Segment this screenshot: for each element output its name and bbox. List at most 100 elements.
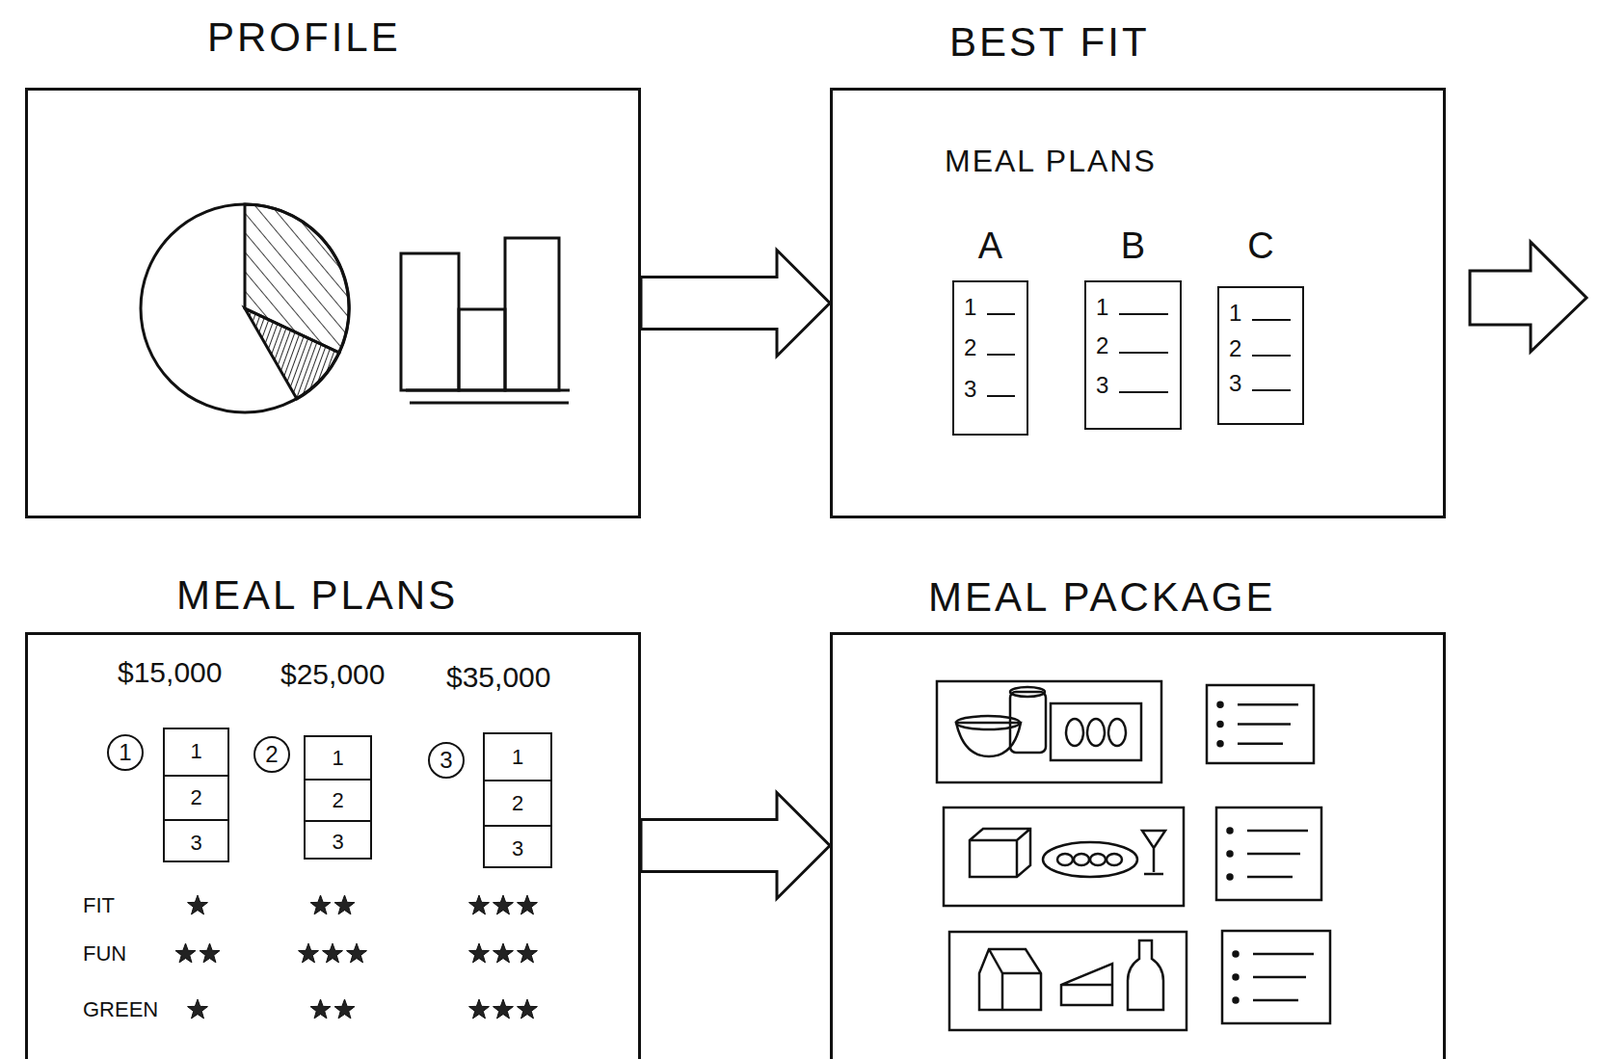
card-line [1247, 853, 1301, 856]
pie-chart [244, 308, 340, 400]
meal-package-row [1087, 719, 1105, 747]
storyboard-panel: 123123123MEAL PLANS [25, 632, 641, 1059]
price-label: $25,000 [280, 660, 385, 690]
cell-number: 3 [164, 819, 228, 865]
meal-package-row [1042, 842, 1138, 878]
cell-number: 2 [484, 779, 551, 826]
rating-label: GREEN [82, 999, 159, 1021]
card-dot [1233, 952, 1239, 958]
rating-star [517, 999, 538, 1019]
item-line [1252, 354, 1291, 357]
rating-star [298, 943, 320, 963]
meal-package-row [1050, 703, 1142, 761]
rating-star [469, 999, 490, 1019]
panel-heading: MEAL PACKAGE [928, 577, 1276, 618]
rating-star [493, 895, 514, 915]
meal-package-row [936, 681, 1162, 783]
meal-package-row [1127, 940, 1164, 1011]
meal-package-row [936, 681, 1162, 783]
card-dot [1218, 702, 1224, 708]
list-item-number: 3 [1228, 372, 1242, 396]
offpage-arrow [1469, 241, 1587, 352]
meal-plan-list: B123 [1084, 280, 1182, 430]
item-line [986, 353, 1015, 356]
meal-package-row [943, 807, 1184, 907]
cell-number: 3 [305, 820, 371, 862]
rating-star [322, 943, 344, 963]
block-arrow [640, 793, 830, 900]
item-line [1119, 313, 1169, 316]
meal-plan-list: C123 [1217, 286, 1305, 426]
meal-package-row [979, 949, 1041, 1011]
card-dot [1227, 852, 1233, 857]
callout-number: 3 [427, 742, 465, 779]
rating-star [310, 999, 331, 1019]
meal-package-row [1142, 830, 1166, 875]
pie-chart [140, 204, 349, 413]
meal-package-row [1061, 963, 1113, 1006]
card-lines [1218, 702, 1315, 1004]
card-dot [1218, 741, 1224, 747]
item-line [1119, 351, 1169, 354]
block-arrow [640, 250, 830, 357]
rating-star [310, 895, 331, 915]
plan-letter: C [1219, 227, 1303, 265]
card-line [1237, 743, 1283, 747]
list-item-number: 3 [963, 377, 977, 401]
meal-package-row [1108, 719, 1126, 747]
card-line [1247, 829, 1308, 833]
recipe-card [1206, 685, 1331, 1024]
item-line [1252, 389, 1291, 392]
card-line [1253, 976, 1307, 980]
card-line [1253, 953, 1314, 957]
rating-star [517, 943, 538, 963]
plan-column: 123 [303, 735, 373, 860]
plan-letter: A [954, 227, 1027, 265]
card-dot [1227, 828, 1233, 834]
rating-star [334, 895, 355, 915]
list-item-number: 2 [963, 336, 977, 360]
offpage-arrow [1469, 241, 1587, 352]
section-title: MEAL PLANS [944, 145, 1157, 177]
rating-star [334, 999, 355, 1019]
recipe-card [1222, 931, 1331, 1024]
panel-heading: PROFILE [207, 17, 401, 58]
price-label: $35,000 [446, 663, 551, 693]
rating-star [469, 895, 490, 915]
list-item-number: 1 [963, 295, 977, 320]
list-item-number: 2 [1228, 337, 1242, 361]
storyboard-panel: MEAL PACKAGE [829, 632, 1446, 1059]
rating-star [469, 943, 490, 963]
cell-number: 3 [484, 825, 551, 871]
cell-number: 1 [484, 734, 551, 780]
recipe-card [1206, 685, 1314, 764]
list-item-number: 3 [1095, 373, 1109, 398]
pie-chart [140, 204, 349, 413]
rating-star [187, 999, 209, 1019]
rating-stars [175, 895, 537, 1019]
bar-chart [400, 238, 570, 403]
list-item-number: 1 [1228, 301, 1242, 325]
card-line [1253, 999, 1299, 1003]
card-line [1237, 722, 1291, 726]
cell-number: 2 [305, 778, 371, 821]
card-dot [1227, 875, 1233, 880]
storyboard-panel: A123B123C123BEST FITMEAL PLANS [829, 87, 1446, 519]
bar-chart [400, 253, 459, 391]
meal-package-row [1010, 687, 1045, 697]
meal-package-row [1106, 853, 1122, 866]
cell-number: 2 [164, 774, 228, 821]
item-line [1119, 391, 1169, 394]
meal-package-row [949, 932, 1187, 1031]
panel-heading: MEAL PLANS [176, 575, 458, 616]
rating-label: FIT [82, 895, 115, 917]
plan-column: 123 [162, 727, 230, 863]
price-label: $15,000 [117, 658, 222, 688]
card-line [1247, 876, 1293, 880]
recipe-card [1216, 807, 1322, 901]
list-item-number: 1 [1095, 295, 1109, 320]
rating-star [493, 943, 514, 963]
